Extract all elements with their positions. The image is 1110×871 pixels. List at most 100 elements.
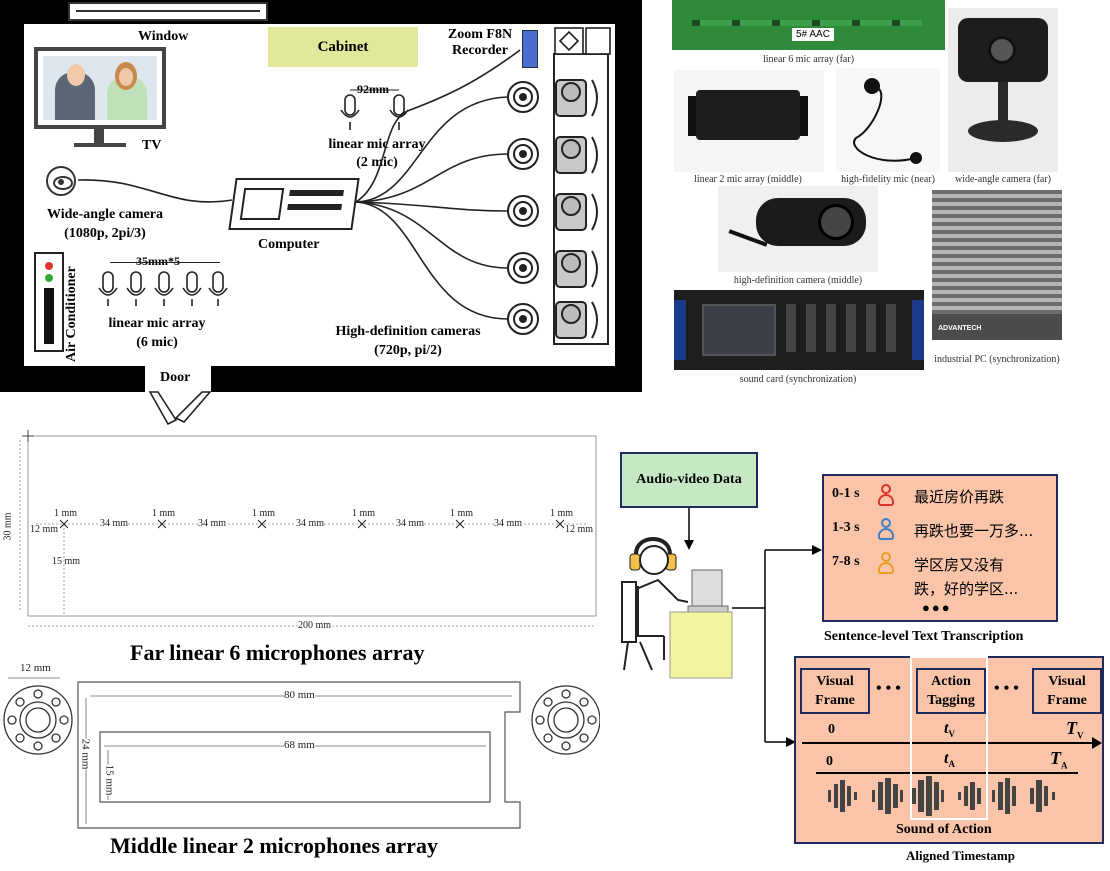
seat-row-3 (507, 193, 598, 231)
seat-row-2 (507, 136, 598, 174)
far-hole-4: 1 mm (352, 508, 376, 519)
text-1: 最近房价再跌 (914, 488, 1005, 506)
bracket-outline (77, 681, 521, 829)
text-3b: 跌，好的学区... (914, 580, 1019, 598)
time-1: 0-1 s (832, 486, 860, 501)
more-dots: ●●● (922, 600, 952, 615)
sound-label: Sound of Action (896, 822, 992, 837)
recorder-device (522, 30, 538, 68)
transcription-label: Sentence-level Text Transcription (824, 629, 1024, 644)
caption-industrial-pc: industrial PC (synchronization) (934, 354, 1060, 365)
far-array-text: 30 mm 12 mm 12 mm 15 mm 1 mm 1 mm 1 mm 1… (0, 426, 600, 638)
far-edge-left: 12 mm (30, 524, 59, 535)
mic6-icons (98, 271, 228, 306)
mic2-icons (340, 89, 409, 130)
photo-sound-card (674, 290, 924, 370)
av-data-box: Audio-video Data (620, 452, 758, 508)
audio-timeline (816, 772, 1078, 774)
caption-hd-camera: high-definition camera (middle) (733, 275, 863, 286)
tv-label: TV (142, 138, 162, 153)
audio-waveform (828, 776, 1055, 816)
far-width: 200 mm (298, 620, 332, 631)
cables (77, 49, 521, 320)
monitor (691, 569, 723, 607)
far-gap-5: 34 mm (494, 518, 523, 529)
av-data-label: Audio-video Data (636, 472, 742, 487)
photo-wide-camera (948, 8, 1058, 172)
video-timeline-arrow (1092, 737, 1102, 749)
far-edge-right: 12 mm (565, 524, 594, 535)
mid-inner: 68 mm (284, 739, 315, 751)
t-a: tA (944, 750, 955, 770)
seat-row-5 (507, 301, 598, 339)
hd-camera-group (507, 79, 598, 339)
desk (669, 611, 733, 679)
mic2-spacing: 92mm (357, 82, 389, 96)
text-2: 再跌也要一万多... (914, 522, 1034, 540)
far-height: 30 mm (2, 512, 14, 541)
aligned-label: Aligned Timestamp (906, 848, 1015, 863)
far-gap-2: 34 mm (198, 518, 227, 529)
far-gap-1: 34 mm (100, 518, 129, 529)
zoom-recorder-label: Zoom F8N Recorder (447, 27, 513, 58)
tv-screen (34, 47, 166, 129)
window-frame (68, 2, 268, 21)
far-hole-1: 1 mm (54, 508, 78, 519)
seat-row-4 (507, 250, 598, 288)
seat-row-1 (507, 79, 598, 117)
mic6-spacing-line (110, 262, 220, 263)
door-swing (148, 391, 212, 426)
alignment-window (910, 656, 988, 820)
board-chip-row (692, 20, 922, 26)
air-conditioner (34, 252, 64, 352)
far-array-caption: Far linear 6 microphones array (130, 640, 425, 665)
photo-mid-2mic (674, 70, 824, 172)
far-hole-3: 1 mm (252, 508, 276, 519)
wide-camera-icon (46, 166, 76, 196)
caption-mid-2mic: linear 2 mic array (middle) (694, 174, 802, 185)
video-timeline (802, 742, 1096, 744)
photo-hifi-mic (836, 68, 940, 172)
door-label: Door (160, 370, 191, 385)
cabinet-label: Cabinet (317, 38, 369, 55)
top-right-devices (554, 27, 611, 55)
T-a: TA (1050, 748, 1068, 771)
zero-a: 0 (826, 754, 833, 769)
far-gap-3: 34 mm (296, 518, 325, 529)
computer-label: Computer (258, 237, 320, 252)
flange-left (3, 685, 73, 755)
far-hole-6: 1 mm (550, 508, 574, 519)
speaker-icon-blue (878, 518, 894, 540)
mid-outer: 80 mm (284, 689, 315, 701)
speaker-icon-red (878, 484, 894, 506)
caption-wide-camera: wide-angle camera (far) (954, 174, 1052, 185)
mid-array-drawing (3, 677, 600, 829)
photo-far-6mic: 5# AAC (672, 0, 945, 50)
mic2-label: linear mic array (2 mic) (328, 137, 426, 170)
T-v: TV (1066, 718, 1084, 741)
zero-v: 0 (828, 722, 835, 737)
far-offset: 15 mm (52, 556, 81, 567)
far-hole-5: 1 mm (450, 508, 474, 519)
tv-base (74, 143, 126, 147)
far-hole-2: 1 mm (152, 508, 176, 519)
visual-frame-right: Visual Frame (1032, 668, 1102, 714)
cabinet: Cabinet (268, 27, 418, 67)
far-array-board (27, 435, 597, 617)
person-at-desk (621, 537, 733, 679)
mic6-label: linear mic array (6 mic) (108, 316, 206, 350)
speaker-icon-orange (878, 552, 894, 574)
caption-sound-card: sound card (synchronization) (739, 374, 857, 385)
visual-frame-left: Visual Frame (800, 668, 870, 714)
hd-cameras-label: High-definition cameras (720p, pi/2) (335, 324, 481, 358)
mid-h2: 15 mm (103, 764, 116, 796)
pc-brand: ADVANTECH (938, 325, 982, 332)
text-3a: 学区房又没有 (914, 556, 1005, 574)
mid-array-caption: Middle linear 2 microphones array (110, 833, 438, 858)
pipeline-arrows (684, 508, 822, 747)
caption-far-6mic: linear 6 mic array (far) (762, 54, 855, 65)
far-array-holes (59, 519, 565, 529)
action-tagging: Action Tagging (916, 668, 986, 714)
caption-hifi-mic: high-fidelity mic (near) (841, 174, 935, 185)
time-3: 7-8 s (832, 554, 860, 569)
